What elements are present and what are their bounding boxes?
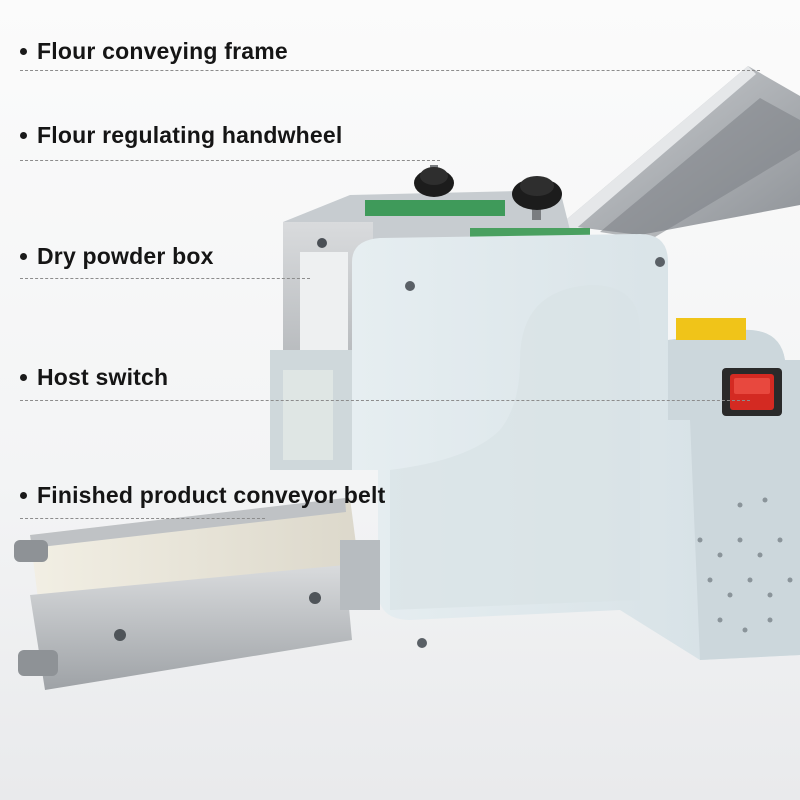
- vent-holes: [697, 497, 793, 633]
- conveyor-belt-part: [14, 498, 380, 690]
- callout-finished-product-conveyor-belt: Finished product conveyor belt: [20, 482, 385, 509]
- bullet-dot: [20, 48, 27, 55]
- label-strip: [365, 200, 505, 216]
- callout-dry-powder-box: Dry powder box: [20, 243, 214, 270]
- handwheel-knob-left: [414, 165, 454, 197]
- leader-line: [20, 518, 265, 519]
- flour-conveying-frame-part: [560, 66, 800, 240]
- rear-housing: [270, 190, 570, 470]
- callout-label: Host switch: [37, 364, 169, 390]
- bullet-dot: [20, 253, 27, 260]
- warning-sticker: [676, 318, 746, 340]
- leader-line: [20, 70, 760, 71]
- callout-label: Flour conveying frame: [37, 38, 288, 64]
- handwheel-knob-right: [512, 176, 562, 220]
- leader-line: [20, 278, 310, 279]
- callout-label: Flour regulating handwheel: [37, 122, 343, 148]
- callout-flour-regulating-handwheel: Flour regulating handwheel: [20, 122, 343, 149]
- leader-line: [20, 400, 750, 401]
- bullet-dot: [20, 374, 27, 381]
- machine-body: [352, 234, 800, 660]
- callout-flour-conveying-frame: Flour conveying frame: [20, 38, 288, 65]
- callout-label: Dry powder box: [37, 243, 214, 269]
- bullet-dot: [20, 492, 27, 499]
- host-switch-part: [722, 368, 782, 416]
- leader-line: [20, 160, 440, 161]
- callout-host-switch: Host switch: [20, 364, 168, 391]
- callout-label: Finished product conveyor belt: [37, 482, 386, 508]
- bullet-dot: [20, 132, 27, 139]
